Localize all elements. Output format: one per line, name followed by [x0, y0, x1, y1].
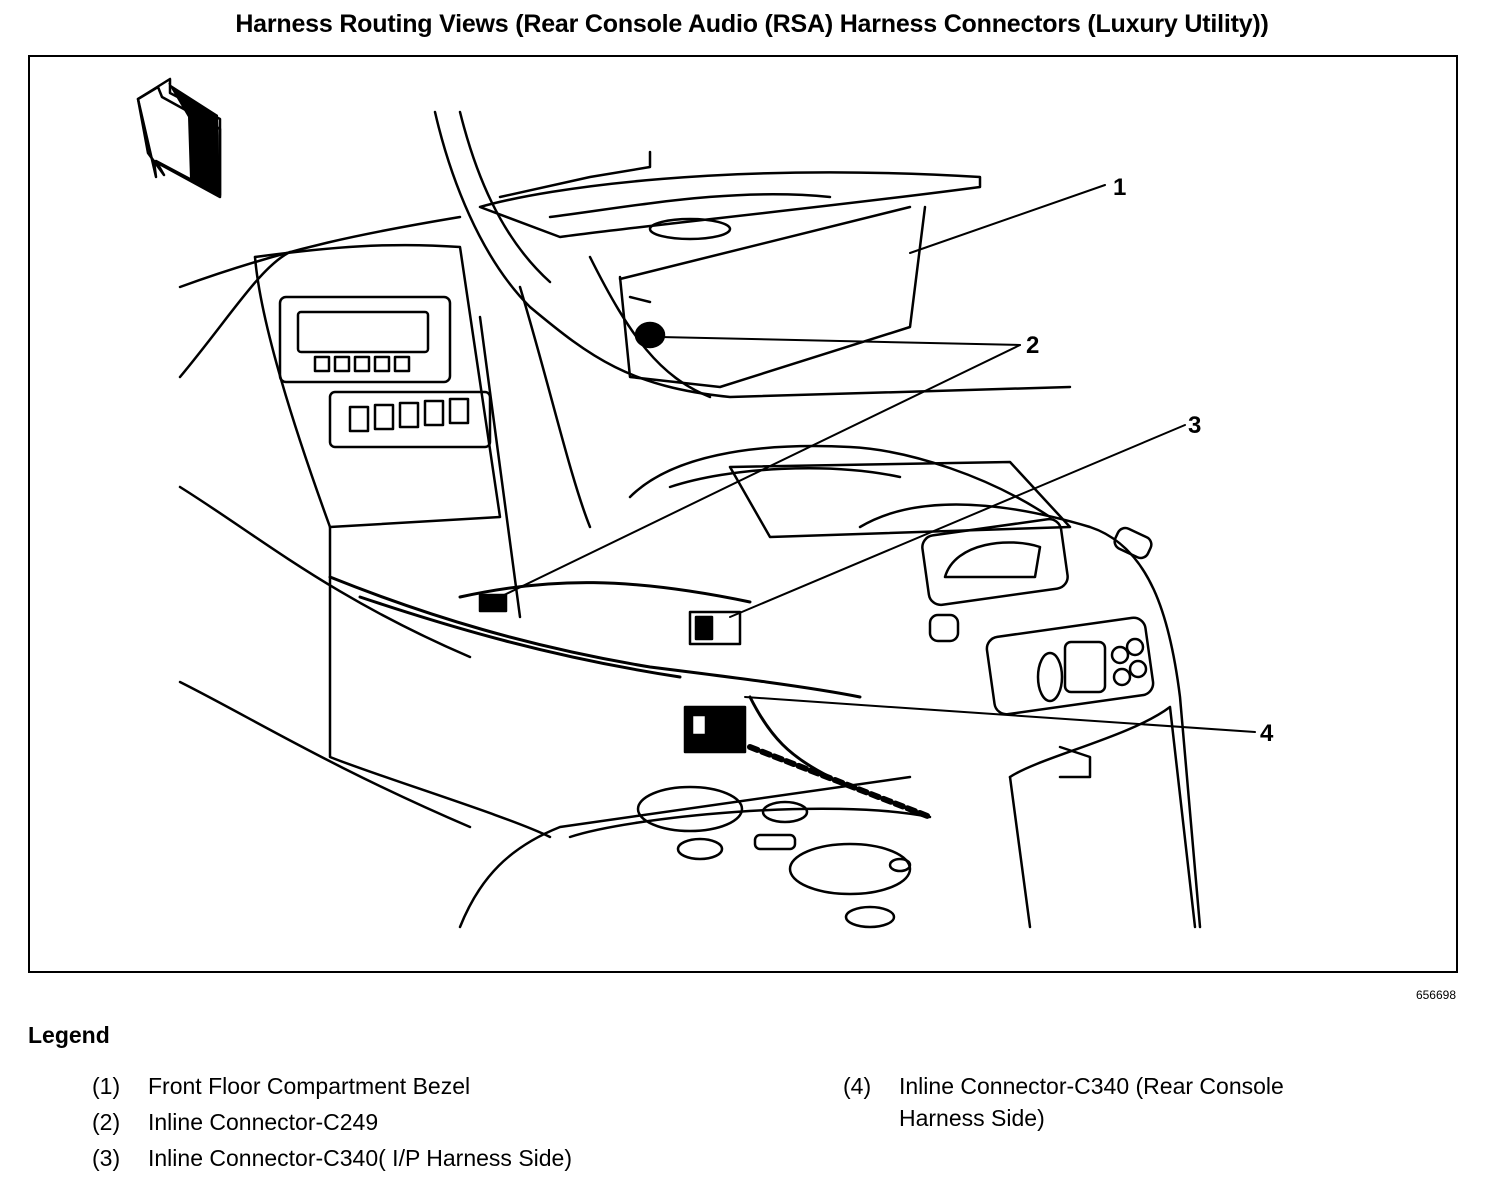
legend-item-label: Inline Connector-C340( I/P Harness Side) [148, 1145, 573, 1171]
legend-item-number: (1) [92, 1073, 121, 1099]
rear-console [328, 444, 1202, 929]
legend-item-number: (4) [843, 1073, 872, 1099]
callout-2-leader-b [499, 344, 1021, 598]
callout-1-leader [909, 184, 1106, 254]
connector-c340-rear-console-side [683, 705, 747, 754]
front-floor-compartment [478, 150, 982, 389]
wiring-harness [328, 575, 933, 820]
figure-id: 656698 [1415, 988, 1456, 1002]
legend-item-label: Inline Connector-C340 (Rear Console Harn… [899, 1073, 1284, 1131]
diagram-title: Harness Routing Views (Rear Console Audi… [235, 10, 1269, 38]
callout-4: 4 [1260, 720, 1274, 747]
hvac-buttons [348, 397, 470, 433]
callout-1: 1 [1113, 174, 1126, 201]
instrument-panel [178, 110, 1072, 619]
legend-item: (4) Inline Connector-C340 (Rear Console … [843, 1070, 1463, 1140]
legend-item-number: (2) [92, 1109, 121, 1135]
callout-4-leader [744, 696, 1256, 733]
connector-c249-front [478, 593, 508, 613]
callout-3: 3 [1188, 412, 1201, 439]
console-harness-illustration: 1 2 3 4 [136, 77, 1274, 929]
front-direction-arrow-icon [136, 77, 222, 199]
callout-2-leader-a [659, 336, 1021, 346]
legend-item: (1) Front Floor Compartment Bezel [92, 1070, 792, 1102]
legend-item-label: Inline Connector-C249 [148, 1109, 379, 1135]
legend-item: (3) Inline Connector-C340( I/P Harness S… [92, 1142, 792, 1174]
callout-3-leader [729, 424, 1186, 618]
radio-buttons [313, 355, 411, 373]
illustration-frame: 1 2 3 4 [28, 55, 1458, 973]
legend-item-number: (3) [92, 1145, 121, 1171]
legend-item-label: Front Floor Compartment Bezel [148, 1073, 471, 1099]
callout-leaders [499, 184, 1256, 733]
legend-heading: Legend [28, 1022, 110, 1048]
rear-cupholder-tray [178, 485, 932, 929]
callout-2: 2 [1026, 332, 1039, 359]
legend-item: (2) Inline Connector-C249 [92, 1106, 792, 1138]
